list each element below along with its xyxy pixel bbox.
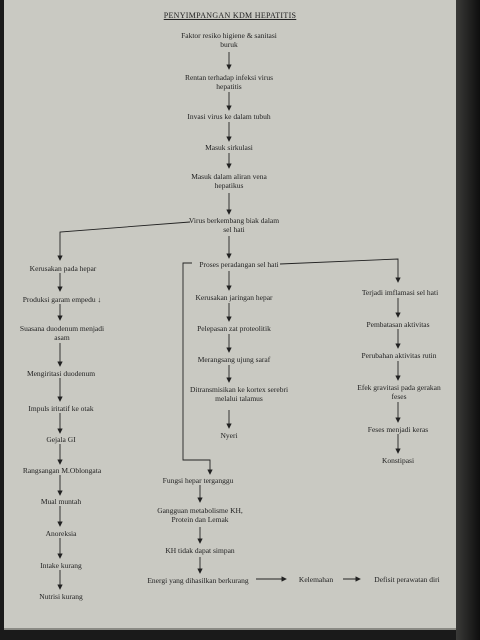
- node-rangsangan-oblongata: Rangsangan M.Oblongata: [22, 466, 102, 475]
- node-proses-peradangan: Proses peradangan sel hati: [199, 260, 279, 269]
- node-kortex-serebri: Ditransmisikan ke kortex serebri melalui…: [189, 385, 289, 403]
- page-shadow: [456, 0, 480, 640]
- node-imflamasi-sel-hati: Terjadi imflamasi sel hati: [361, 288, 439, 297]
- node-garam-empedu: Produksi garam empedu ↓: [22, 295, 102, 304]
- node-gangguan-metabolisme: Gangguan metabolisme KH, Protein dan Lem…: [157, 506, 243, 524]
- diagram-title: PENYIMPANGAN KDM HEPATITIS: [163, 11, 297, 20]
- node-pembatasan-aktivitas: Pembatasan aktivitas: [366, 320, 430, 329]
- node-kerusakan-jaringan: Kerusakan jaringan hepar: [195, 293, 273, 302]
- node-mual-muntah: Mual muntah: [40, 497, 82, 506]
- connector-to-right: [279, 258, 401, 283]
- node-kerusakan-hepar: Kerusakan pada hepar: [29, 264, 97, 273]
- node-energi-berkurang: Energi yang dihasilkan berkurang: [147, 576, 249, 585]
- node-faktor-resiko: Faktor resiko higiene & sanitasi buruk: [181, 31, 277, 49]
- node-rentan-infeksi: Rentan terhadap infeksi virus hepatitis: [184, 73, 274, 91]
- node-duodenum-asam: Suasana duodenum menjadi asam: [19, 324, 105, 342]
- node-defisit-perawatan: Defisit perawatan diri: [374, 575, 440, 584]
- node-kelemahan: Kelemahan: [298, 575, 334, 584]
- node-intake-kurang: Intake kurang: [40, 561, 82, 570]
- node-perubahan-aktivitas: Perubahan aktivitas rutin: [361, 351, 437, 360]
- node-feses-keras: Feses menjadi keras: [367, 425, 429, 434]
- node-efek-gravitasi: Efek gravitasi pada gerakan feses: [357, 383, 441, 401]
- node-konstipasi: Konstipasi: [381, 456, 415, 465]
- node-invasi-virus: Invasi virus ke dalam tubuh: [187, 112, 271, 121]
- connector-to-lower: [182, 262, 213, 475]
- node-impuls-iritatif: Impuls iritatif ke otak: [28, 404, 94, 413]
- node-kh-tidak-simpan: KH tidak dapat simpan: [165, 546, 235, 555]
- node-vena-hepatikus: Masuk dalam aliran vena hepatikus: [191, 172, 267, 190]
- node-iritasi-duodenum: Mengiritasi duodenum: [26, 369, 96, 378]
- node-nyeri: Nyeri: [220, 431, 238, 440]
- node-zat-proteolitik: Pelepasan zat proteolitik: [197, 324, 271, 333]
- node-nutrisi-kurang: Nutrisi kurang: [39, 592, 83, 601]
- node-ujung-saraf: Merangsang ujung saraf: [197, 355, 271, 364]
- connector-to-left: [57, 221, 191, 261]
- document-page: [4, 0, 458, 630]
- node-virus-berkembang: Virus berkembang biak dalam sel hati: [188, 216, 280, 234]
- node-anoreksia: Anoreksia: [45, 529, 77, 538]
- node-masuk-sirkulasi: Masuk sirkulasi: [205, 143, 253, 152]
- node-gejala-gi: Gejala GI: [46, 435, 76, 444]
- node-fungsi-hepar: Fungsi hepar terganggu: [162, 476, 234, 485]
